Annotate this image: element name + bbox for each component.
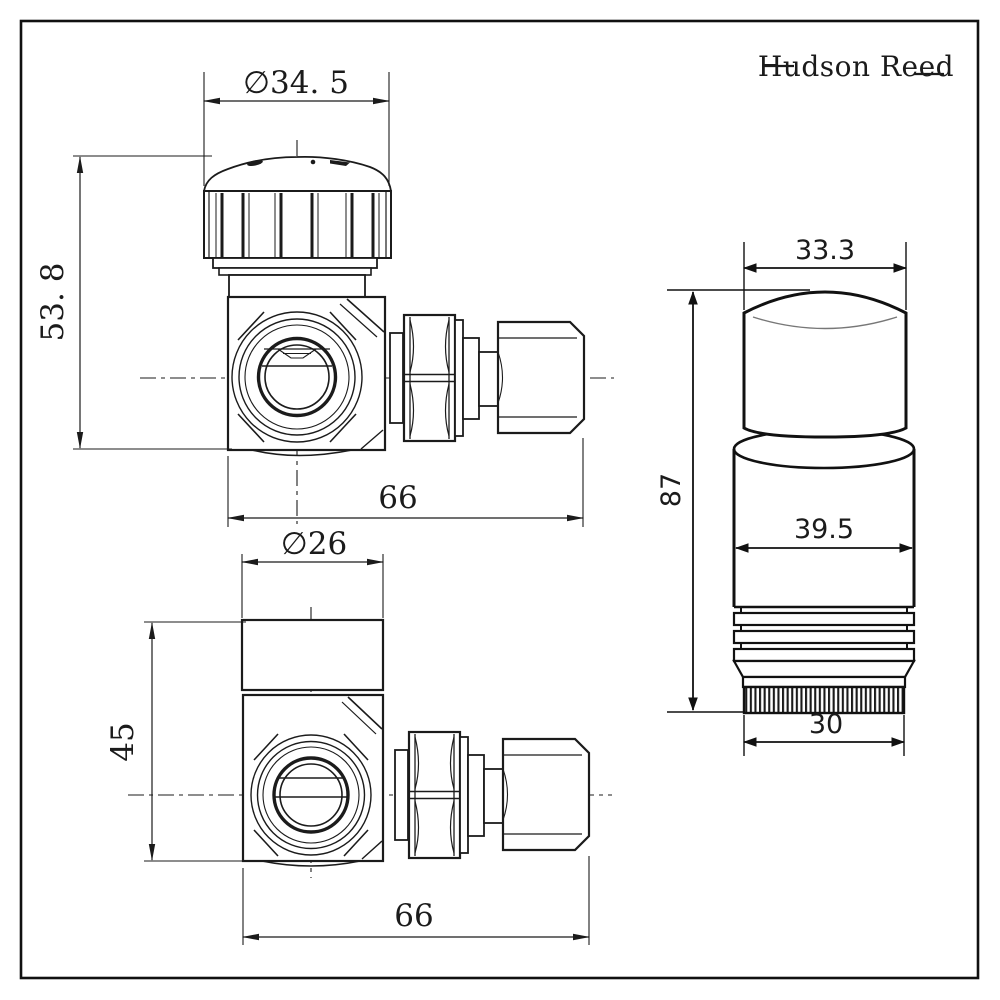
dim-label-valve-height: 53. 8: [35, 263, 71, 342]
dim-label-head-base-diameter: 30: [809, 709, 843, 740]
union-nut-face: [250, 733, 372, 867]
knurled-cap: [202, 155, 393, 298]
cap-knurl-fine-lines: [215, 193, 380, 257]
drawing-frame: [19, 19, 980, 980]
dim-label-valve-height: 45: [105, 722, 141, 761]
valve-body: [226, 295, 387, 457]
cap-step-2: [218, 267, 372, 276]
dim-label-valve-length: 66: [394, 898, 433, 934]
dim-label-valve-length: 66: [378, 480, 417, 516]
cap-step-1: [212, 257, 378, 269]
cap-knurl-ribs: [220, 193, 375, 257]
head-flare: [732, 659, 916, 679]
valve-body: [241, 693, 385, 867]
cap-emboss-left: [247, 159, 263, 167]
head-knurled-base: [742, 685, 906, 715]
dim-valve-height: 53. 8: [35, 155, 232, 450]
dim-head-height: 87: [656, 289, 810, 713]
brand-logo: Hudson Reed: [758, 50, 954, 83]
dim-label-cap-diameter: ∅34. 5: [243, 65, 349, 101]
body-chamfer-bottom: [360, 429, 384, 450]
body-chamfer-top: [346, 298, 385, 333]
cap-emboss-right: [330, 160, 350, 166]
cap-emboss-dot: [310, 159, 316, 165]
dim-valve-length: 66: [242, 856, 590, 945]
dim-valve-length: 66: [227, 438, 584, 527]
dim-cap-diameter: ∅26: [241, 526, 384, 618]
union-nut-face: [231, 311, 363, 457]
head-body: [732, 449, 916, 609]
cap-rim-highlight: [752, 316, 898, 330]
dim-head-body-diameter: 39.5: [735, 514, 913, 553]
dim-cap-diameter: ∅34. 5: [203, 65, 390, 186]
dim-label-head-top-diameter: 33.3: [795, 235, 855, 266]
body-chamfer-top: [347, 696, 383, 730]
dim-label-head-body-diameter: 39.5: [794, 514, 854, 545]
dim-label-head-height: 87: [656, 473, 687, 507]
dim-head-top-diameter: 33.3: [743, 235, 907, 310]
head-neck: [741, 675, 907, 689]
head-ring-grooves: [732, 607, 916, 663]
dim-valve-height: 45: [105, 621, 252, 862]
plain-cap-cylinder: [240, 618, 385, 692]
body-chamfer-bottom: [361, 840, 383, 860]
valve-neck: [228, 274, 366, 298]
valve-side-view: ∅26 45 66: [105, 526, 612, 945]
thermostatic-head-view: 33.3 87 39.5 30: [656, 235, 916, 756]
valve-seat-detail: [262, 348, 332, 367]
stem-slot-detail: [275, 777, 347, 798]
dim-head-base-diameter: 30: [743, 709, 905, 756]
valve-front-view: ∅34. 5 53. 8 66: [35, 65, 614, 527]
dim-label-cap-diameter: ∅26: [281, 526, 347, 562]
head-top-cap: [742, 290, 908, 439]
